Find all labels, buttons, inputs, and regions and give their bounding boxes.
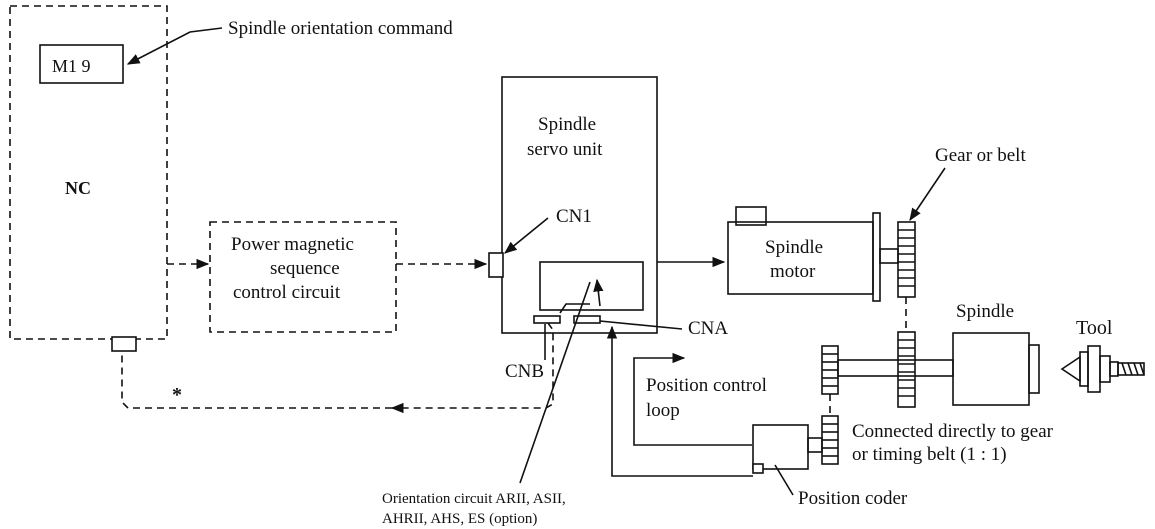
nc-return-dashed	[121, 352, 392, 409]
cn1-connector	[488, 252, 504, 278]
power-magnetic-block: Power magnetic sequence control circuit	[209, 221, 397, 333]
spindle-head	[952, 332, 1030, 406]
spindle-motor-line2: motor	[770, 261, 816, 282]
tool-label: Tool	[1076, 317, 1113, 339]
spindle-gear	[897, 331, 916, 408]
servo-unit-line2: servo unit	[527, 139, 603, 160]
nc-block: M1 9 NC	[9, 5, 168, 352]
spindle-shaft	[837, 359, 954, 377]
position-coder	[752, 415, 839, 474]
gear-pointer	[909, 167, 946, 222]
spindle-assembly	[821, 331, 1040, 408]
cn1-pointer	[504, 217, 549, 254]
cnb-label: CNB	[505, 361, 544, 382]
gear-or-belt-label: Gear or belt	[935, 145, 1026, 166]
power-magnetic-line3: control circuit	[233, 282, 341, 303]
motor-body	[727, 221, 874, 295]
cnb-return-dashed	[390, 322, 554, 414]
internal-arrow-up	[593, 278, 604, 307]
cnb-connector	[533, 315, 561, 324]
position-control-loop-line1: Position control	[646, 375, 767, 396]
spindle-label: Spindle	[956, 301, 1014, 322]
nc-label: NC	[65, 178, 91, 198]
motor-flange	[872, 212, 881, 302]
position-control-loop-line2: loop	[646, 400, 680, 421]
coder-feedback-line	[606, 325, 753, 477]
tool-graphic	[1060, 345, 1145, 393]
motor-top-box	[735, 206, 767, 226]
motor-shaft	[879, 248, 899, 264]
position-coder-leader	[774, 464, 794, 496]
m19-box	[39, 44, 124, 84]
command-pointer-arrow	[126, 27, 223, 65]
coder-connector	[752, 463, 764, 474]
power-magnetic-line2: sequence	[270, 258, 340, 279]
spindle-servo-unit: Spindle servo unit	[488, 76, 658, 334]
orientation-circuit-box	[539, 261, 644, 311]
orientation-circuit-line2: AHRII, AHS, ES (option)	[382, 511, 537, 527]
m19-label: M1 9	[52, 56, 91, 76]
spindle-motor-line1: Spindle	[765, 237, 823, 258]
power-magnetic-line1: Power magnetic	[231, 234, 354, 255]
connected-directly-line2: or timing belt (1 : 1)	[852, 444, 1007, 465]
spindle-motor: Spindle motor	[727, 206, 916, 302]
orientation-circuit-leader	[519, 281, 591, 484]
coder-shaft	[807, 437, 823, 453]
cna-leader	[599, 320, 683, 330]
position-loop-arrow	[633, 352, 752, 446]
cn1-label: CN1	[556, 206, 592, 227]
servo-unit-line1: Spindle	[538, 114, 596, 135]
orientation-circuit-line1: Orientation circuit ARII, ASII,	[382, 491, 566, 507]
position-coder-label: Position coder	[798, 488, 908, 509]
cna-label: CNA	[688, 318, 728, 339]
connected-directly-line1: Connected directly to gear	[852, 421, 1054, 442]
nc-connector	[111, 336, 137, 352]
coder-body	[752, 424, 809, 470]
spindle-nose	[1028, 344, 1040, 394]
internal-arrow-left	[559, 303, 590, 314]
asterisk-mark: *	[172, 384, 182, 406]
cna-connector	[573, 315, 601, 324]
spindle-orientation-command-label: Spindle orientation command	[228, 18, 453, 39]
